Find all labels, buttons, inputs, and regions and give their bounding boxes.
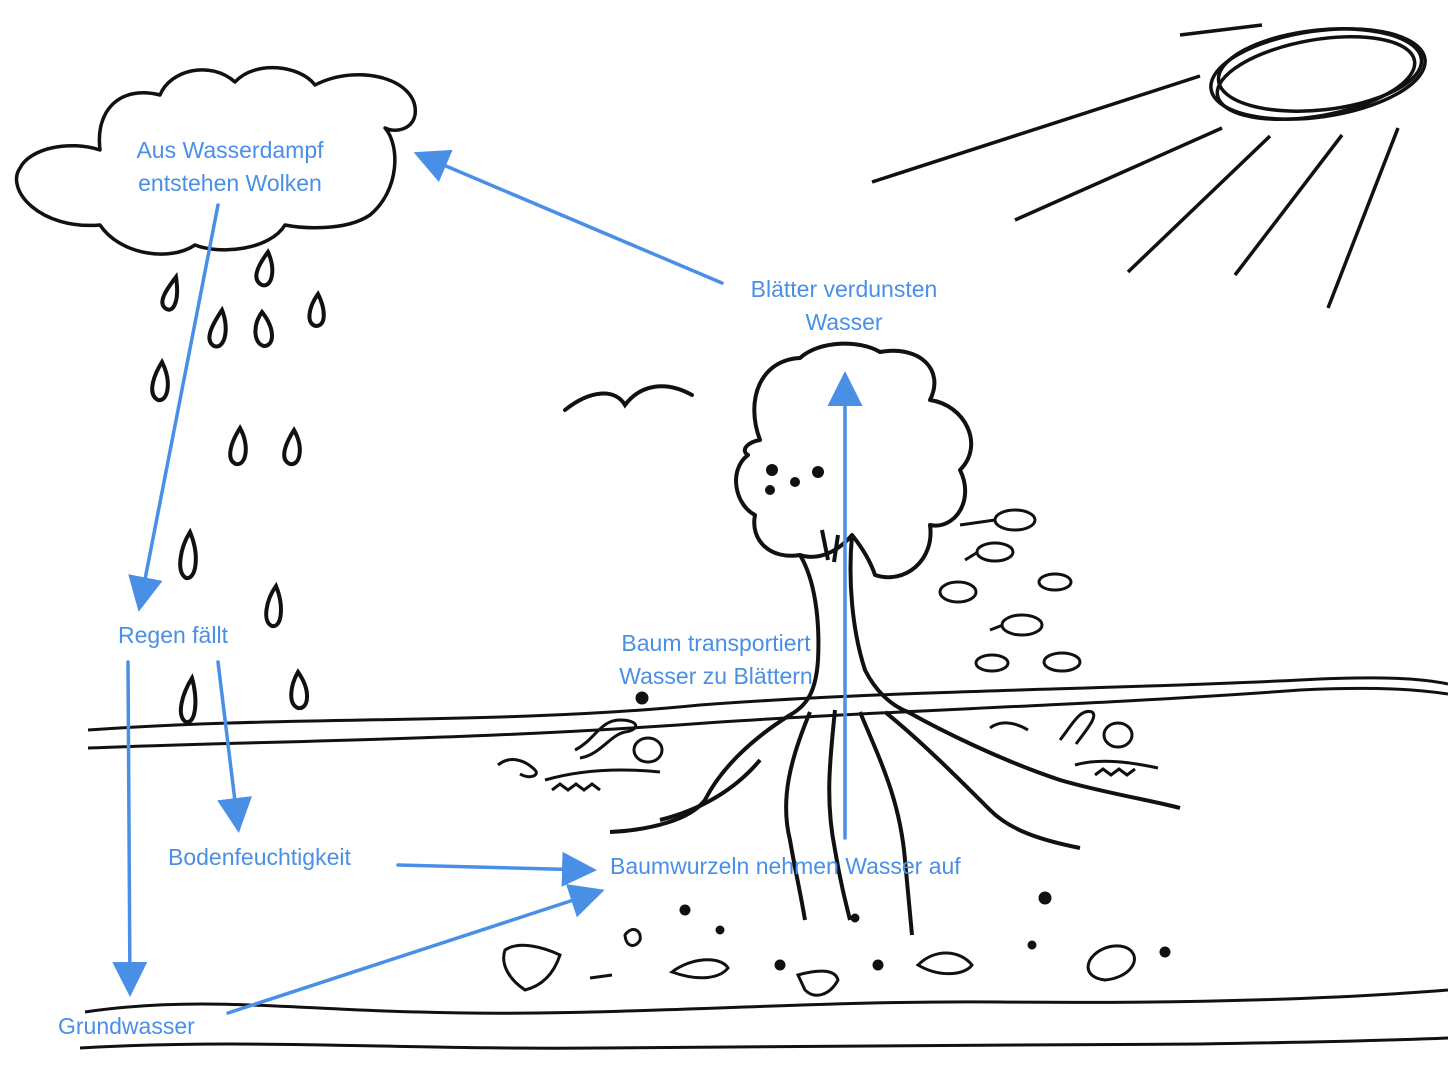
arrow-clouds-to-rain [128,203,220,612]
arrow-soil-moisture-to-roots [396,851,597,887]
arrow-groundwater-to-roots [226,884,605,1015]
label-rain: Regen fällt [118,619,228,652]
cloud-icon [14,65,417,256]
label-evaporation: Blätter verdunsten Wasser [730,273,958,339]
arrow-rain-to-soil-moisture [216,660,252,833]
label-rain-text: Regen fällt [118,622,228,648]
sun-icon [871,23,1427,309]
label-groundwater: Grundwasser [58,1010,195,1043]
arrow-rain-to-groundwater [112,660,148,997]
ground-surface [87,676,1448,750]
label-groundwater-text: Grundwasser [58,1013,195,1039]
soil-stones [502,691,1171,997]
label-clouds: Aus Wasserdampf entstehen Wolken [112,134,348,200]
soil-creatures [497,709,1159,792]
flow-arrows [112,149,863,1015]
label-soil-moisture-text: Bodenfeuchtigkeit [168,844,351,870]
tree-face [765,464,824,495]
label-transport-line1: Baum transportiert [621,630,811,656]
label-clouds-line2: entstehen Wolken [138,170,322,196]
label-clouds-line1: Aus Wasserdampf [136,137,324,163]
label-transport-line2: Wasser zu Blättern [619,663,813,689]
label-transport: Baum transportiert Wasser zu Blättern [598,627,834,693]
label-evaporation-line1: Blätter verdunsten [750,276,938,302]
falling-leaves [938,508,1082,673]
tree-icon [609,341,1181,936]
label-soil-moisture: Bodenfeuchtigkeit [168,841,351,874]
arrow-evaporation-to-clouds [413,149,724,285]
raindrops [150,248,326,724]
label-roots: Baumwurzeln nehmen Wasser auf [610,850,961,883]
label-roots-text: Baumwurzeln nehmen Wasser auf [610,853,961,879]
bird-icon [563,384,694,412]
label-evaporation-line2: Wasser [805,309,883,335]
groundwater-layer [79,988,1448,1050]
